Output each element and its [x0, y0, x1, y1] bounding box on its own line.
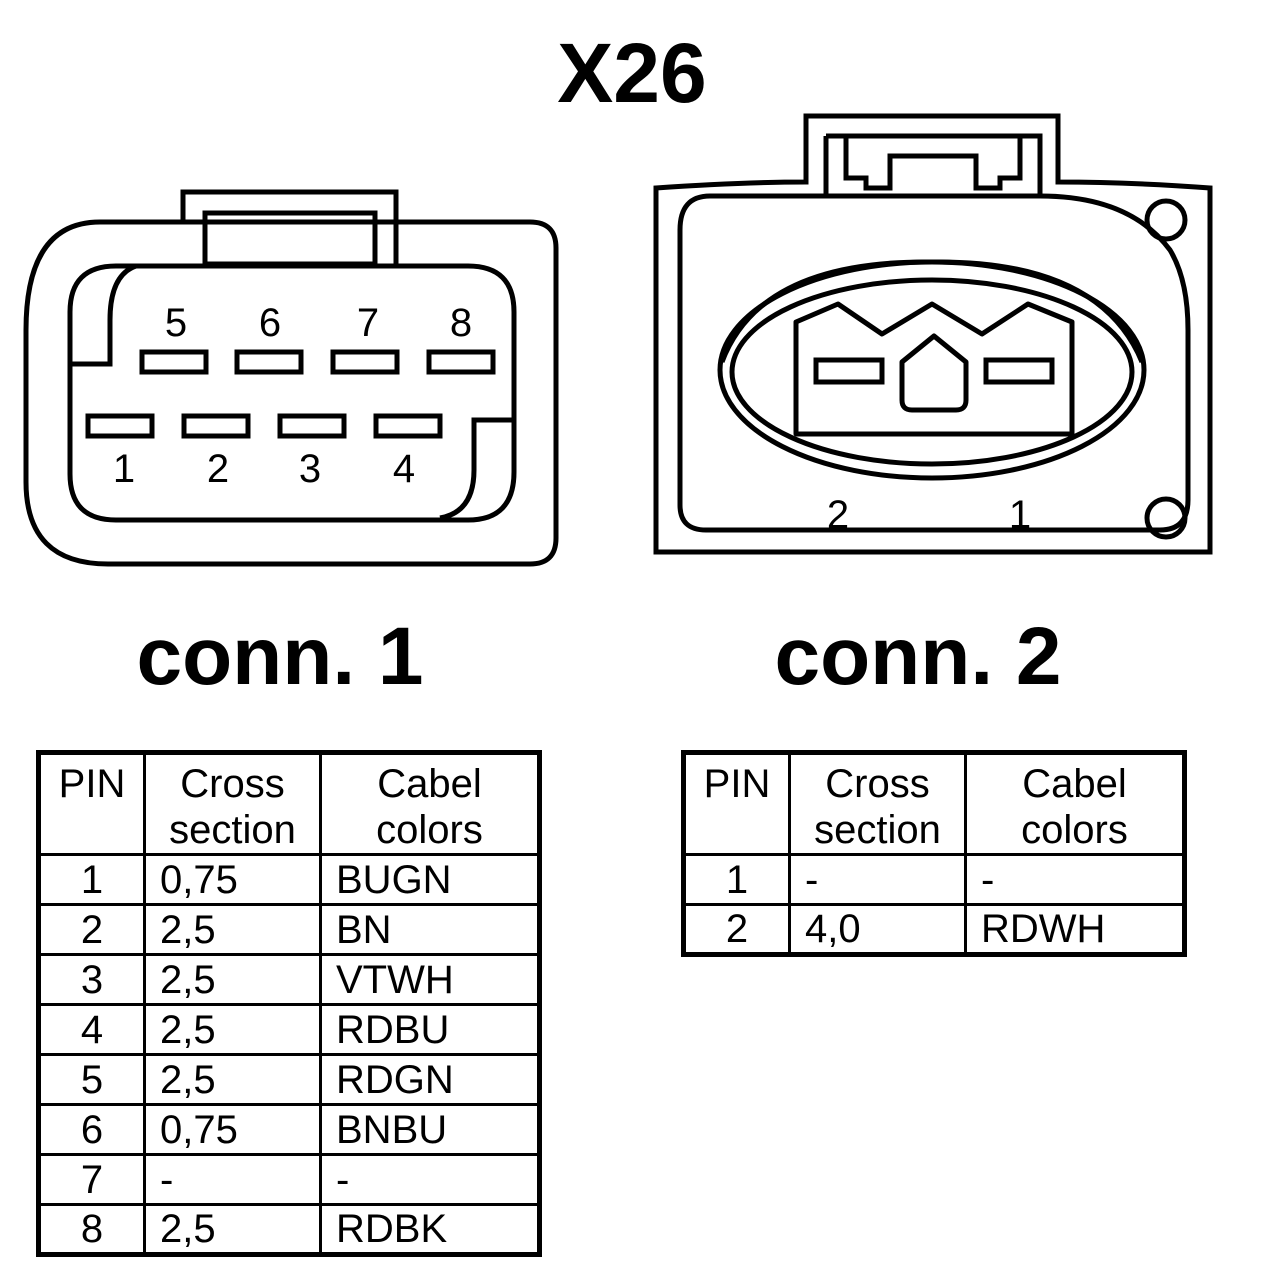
cross-section-cell: 2,5	[143, 903, 322, 956]
cross-section-cell: 0,75	[143, 1103, 322, 1156]
pin-cell: 2	[682, 903, 791, 956]
table-row: 7--	[37, 1153, 541, 1206]
conn1-slot-5	[139, 349, 209, 375]
cross-section-cell: 2,5	[143, 953, 322, 1006]
cross-section-cell: 0,75	[143, 853, 322, 906]
cable-color-cell: RDBU	[319, 1003, 541, 1056]
pin-cell: 4	[37, 1003, 146, 1056]
pin-cell: 2	[37, 903, 146, 956]
conn1-slot-1	[85, 413, 155, 439]
connector-1-pin-numbers: 5 6 7 8 1 2 3 4	[113, 301, 472, 491]
cable-color-cell: -	[964, 853, 1186, 906]
conn1-slot-6	[234, 349, 304, 375]
connector-1-drawing	[23, 189, 559, 567]
conn1-slot-3	[277, 413, 347, 439]
conn2-pin-label: 1	[1009, 493, 1031, 537]
conn1-pin-label: 1	[113, 447, 135, 491]
table-row: 1--	[682, 853, 1186, 906]
header-pin: PIN	[682, 751, 791, 856]
conn1-pin-label: 5	[165, 301, 187, 345]
conn2-label: conn. 2	[774, 611, 1062, 702]
pin-cell: 5	[37, 1053, 146, 1106]
connector-2-pin-numbers: 2 1	[827, 493, 1031, 537]
cross-section-cell: -	[143, 1153, 322, 1206]
mounting-hole	[1144, 496, 1188, 540]
pin-cell: 6	[37, 1103, 146, 1156]
cable-color-cell: BUGN	[319, 853, 541, 906]
cable-color-cell: BN	[319, 903, 541, 956]
conn2-slot-2	[813, 357, 885, 385]
conn1-pin-label: 3	[299, 447, 321, 491]
pin-cell: 3	[37, 953, 146, 1006]
conn1-pin-label: 7	[357, 301, 379, 345]
conn1-slot-4	[373, 413, 443, 439]
pin-cell: 1	[37, 853, 146, 906]
cross-section-cell: 4,0	[788, 903, 967, 956]
conn2-center-key	[899, 333, 969, 413]
diagram-title: X26	[557, 26, 707, 120]
conn1-slot-2	[181, 413, 251, 439]
conn1-pin-label: 2	[207, 447, 229, 491]
cable-color-cell: BNBU	[319, 1103, 541, 1156]
conn2-slot-1	[983, 357, 1055, 385]
cable-color-cell: VTWH	[319, 953, 541, 1006]
conn1-slot-7	[330, 349, 400, 375]
pin-cell: 7	[37, 1153, 146, 1206]
conn1-label: conn. 1	[136, 611, 424, 702]
cable-color-cell: RDGN	[319, 1053, 541, 1106]
connector-drawings: 5 6 7 8 1 2 3 4 2 1	[23, 113, 1213, 567]
cross-section-cell: 2,5	[143, 1003, 322, 1056]
conn2-pin-label: 2	[827, 493, 849, 537]
cross-section-cell: -	[788, 853, 967, 906]
pin-cell: 8	[37, 1203, 146, 1256]
pin-cell: 1	[682, 853, 791, 906]
cross-section-cell: 2,5	[143, 1053, 322, 1106]
conn1-pin-label: 6	[259, 301, 281, 345]
conn1-pin-label: 4	[393, 447, 415, 491]
cable-color-cell: -	[319, 1153, 541, 1206]
mounting-hole	[1144, 198, 1188, 242]
conn1-slot-8	[426, 349, 496, 375]
connector-2-drawing	[653, 113, 1213, 555]
cable-color-cell: RDBK	[319, 1203, 541, 1256]
cross-section-cell: 2,5	[143, 1203, 322, 1256]
cable-color-cell: RDWH	[964, 903, 1186, 956]
conn1-pin-label: 8	[450, 301, 472, 345]
header-pin: PIN	[37, 751, 146, 856]
